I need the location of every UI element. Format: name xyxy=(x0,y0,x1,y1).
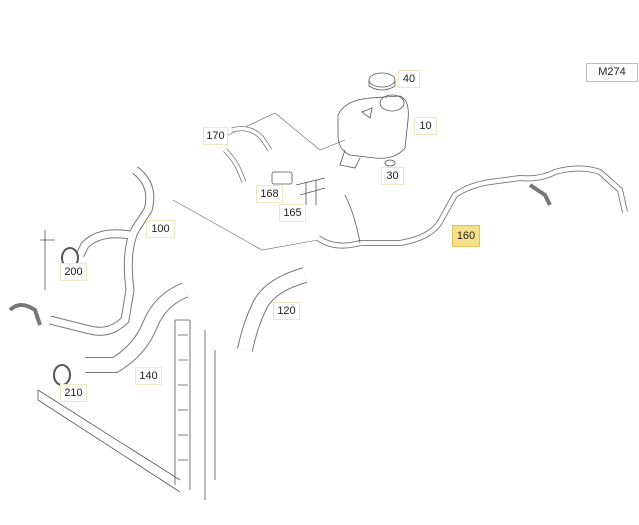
callout-210[interactable]: 210 xyxy=(60,384,87,402)
tank-cap xyxy=(368,72,396,91)
expansion-tank xyxy=(337,94,409,169)
bracket-168 xyxy=(271,171,293,185)
callout-200[interactable]: 200 xyxy=(60,263,87,281)
callout-10[interactable]: 10 xyxy=(414,117,437,135)
engine-tag: M274 xyxy=(586,63,638,82)
leader-lines xyxy=(172,112,346,251)
callout-40[interactable]: 40 xyxy=(398,70,420,88)
callout-160-highlighted[interactable]: 160 xyxy=(452,225,480,247)
callout-165[interactable]: 165 xyxy=(279,204,306,222)
callout-170[interactable]: 170 xyxy=(203,127,228,145)
callout-140[interactable]: 140 xyxy=(135,367,162,385)
callout-120[interactable]: 120 xyxy=(273,302,300,320)
callout-30[interactable]: 30 xyxy=(381,167,404,185)
callout-100[interactable]: 100 xyxy=(146,220,175,238)
o-ring-210 xyxy=(53,364,71,386)
connector-165 xyxy=(295,177,326,205)
seal-30 xyxy=(384,159,396,167)
radiator xyxy=(37,319,216,500)
callout-168[interactable]: 168 xyxy=(256,185,283,203)
